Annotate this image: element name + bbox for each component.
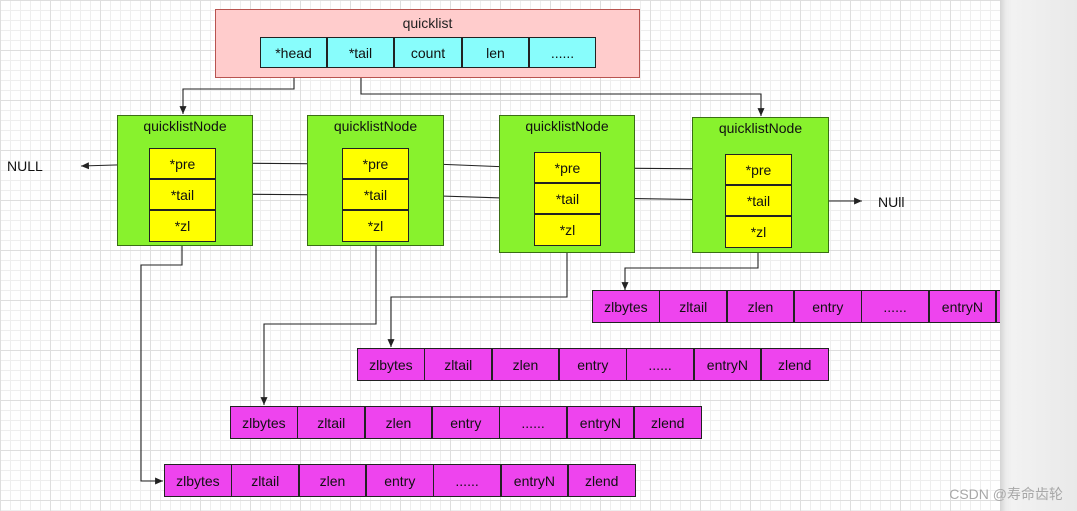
node4-field-pre: *pre [725, 154, 792, 185]
ziplist-cell: zlend [567, 464, 636, 497]
ziplist-cell: zlbytes [357, 348, 425, 381]
ziplist-cell: ...... [433, 464, 501, 497]
node2-field-zl: *zl [342, 210, 409, 242]
ziplist-cell: entry [558, 348, 627, 381]
ziplist-cell: ...... [626, 348, 694, 381]
ziplist-cell: zlbytes [592, 290, 660, 323]
node-title: quicklistNode [525, 118, 609, 134]
node-title: quicklistNode [143, 118, 227, 134]
ziplist-cell: entryN [693, 348, 762, 381]
node-title: quicklistNode [718, 120, 803, 136]
ziplist-cell: zltail [659, 290, 728, 323]
quicklist-title: quicklist [402, 15, 453, 31]
ziplist-cell: zlen [491, 348, 560, 381]
head-pointer-arrow [179, 68, 295, 114]
watermark: CSDN @寿命齿轮 [949, 486, 1063, 502]
quicklist-field-more: ...... [529, 37, 596, 68]
zl-arrow-node2 [260, 242, 377, 405]
ziplist-cell: zlbytes [164, 464, 232, 497]
node-title: quicklistNode [333, 118, 418, 134]
node1-field-pre: *pre [149, 148, 216, 179]
ziplist-cell: entryN [500, 464, 569, 497]
zl-arrow-node4 [621, 248, 759, 290]
ziplist-cell: entryN [566, 406, 635, 439]
quicklist-field-len: len [462, 37, 529, 68]
node4-field-zl: *zl [725, 216, 792, 248]
node3-field-tail: *tail [534, 183, 601, 214]
ziplist-cell: zltail [424, 348, 493, 381]
ziplist-cell: zlend [760, 348, 829, 381]
node3-field-pre: *pre [534, 152, 601, 183]
node1-field-zl: *zl [149, 210, 216, 242]
quicklist-field-count: count [394, 37, 462, 68]
ziplist-cell: zltail [231, 464, 300, 497]
node1-field-tail: *tail [149, 179, 216, 210]
null-right-label: NUll [878, 194, 905, 210]
tail-pointer-arrow [360, 68, 765, 116]
zl-arrow-node3 [387, 246, 568, 347]
diagram-canvas: quicklist *head *tail count len ...... N… [7, 9, 1064, 497]
ziplist-cell: zlbytes [230, 406, 298, 439]
ziplist-cell: entryN [928, 290, 997, 323]
node3-field-zl: *zl [534, 214, 601, 246]
ziplist-cell: ...... [861, 290, 929, 323]
node4-field-tail: *tail [725, 185, 792, 216]
ziplist-cell: ...... [499, 406, 567, 439]
ziplist-cell: zlend [633, 406, 702, 439]
ziplist-cell: zlen [364, 406, 433, 439]
node2-field-tail: *tail [342, 179, 409, 210]
ziplist-cell: zlen [726, 290, 795, 323]
quicklist-field-head: *head [260, 37, 327, 68]
ziplist-cell: entry [431, 406, 500, 439]
zl-arrow-node1 [140, 242, 183, 485]
ziplist-cell: zltail [297, 406, 366, 439]
right-panel-edge [1000, 0, 1077, 511]
node2-field-pre: *pre [342, 148, 409, 179]
quicklist-field-tail: *tail [327, 37, 394, 68]
null-left-label: NULL [7, 158, 43, 174]
ziplist-cell: zlen [298, 464, 367, 497]
ziplist-cell: entry [793, 290, 862, 323]
ziplist-cell: entry [365, 464, 434, 497]
